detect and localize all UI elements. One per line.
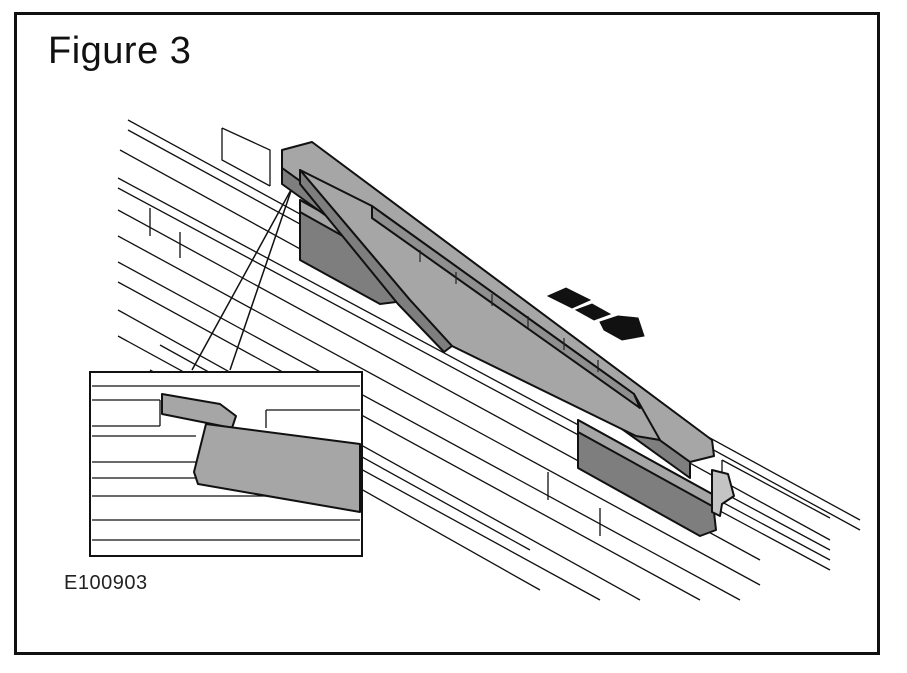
detail-inset [89, 371, 363, 557]
direction-arrow-icon [546, 287, 645, 341]
blade-ribs [419, 250, 599, 372]
slider-component [281, 141, 715, 479]
figure-title: Figure 3 [48, 30, 192, 72]
runner-block-right [577, 419, 735, 537]
leader-lines [191, 187, 293, 371]
figure-reference-code: E100903 [64, 572, 148, 594]
